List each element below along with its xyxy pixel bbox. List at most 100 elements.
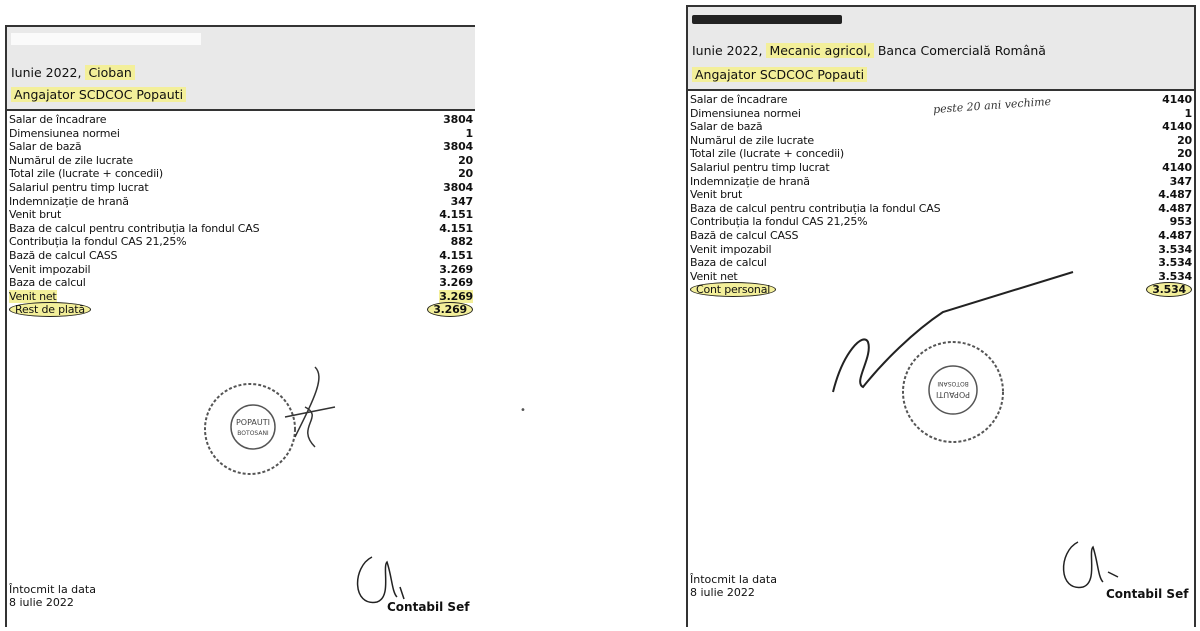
table-row: Dimensiunea normei 1 [690, 107, 1194, 121]
row-value-text: 20 [458, 153, 473, 167]
row-value: 4.487 [1158, 229, 1194, 243]
row-value: 3804 [443, 140, 475, 154]
stamp-icon: POPAUTI BOTOSANI [832, 271, 1074, 443]
row-value-text: 3.269 [439, 276, 473, 290]
row-label: Indemnizație de hrană [690, 175, 810, 189]
row-value: 953 [1170, 215, 1194, 229]
row-value: 3804 [443, 181, 475, 195]
table-row: Baza de calcul 3.269 [9, 276, 475, 290]
row-label: Indemnizație de hrană [9, 195, 129, 209]
row-value-text: 953 [1169, 215, 1193, 229]
row-label-text: Baza de calcul pentru contribuția la fon… [690, 201, 941, 215]
row-label: Bază de calcul CASS [690, 229, 799, 243]
row-value-text: 20 [1177, 147, 1192, 161]
row-value: 1 [1185, 107, 1194, 121]
row-label-text: Salariul pentru timp lucrat [9, 180, 149, 194]
row-value-text: 3.534 [1146, 282, 1192, 298]
footer-date: Întocmit la data 8 iulie 2022 [9, 583, 96, 609]
row-value: 3.534 [1158, 243, 1194, 257]
row-label: Numărul de zile lucrate [9, 154, 133, 168]
row-value: 3804 [443, 113, 475, 127]
row-value: 4.151 [439, 249, 475, 263]
table-row: Contribuția la fondul CAS 21,25%882 [9, 235, 475, 249]
employer-line: Angajator SCDCOC Popauti [11, 87, 187, 102]
row-value: 20 [1177, 134, 1194, 148]
row-value: 1 [466, 127, 475, 141]
table-row: Baza de calcul pentru contribuția la fon… [9, 222, 475, 236]
signature-icon [356, 556, 405, 603]
row-value-text: 4140 [1162, 120, 1192, 134]
row-value: 3.269 [427, 302, 475, 318]
period: Iunie 2022, [11, 65, 82, 80]
row-value-text: 20 [458, 167, 473, 181]
row-value: 347 [451, 195, 475, 209]
row-label: Venit net [690, 270, 738, 284]
row-label-text: Bază de calcul CASS [9, 248, 118, 262]
svg-text:POPAUTI: POPAUTI [236, 418, 270, 427]
row-label-text: Salar de încadrare [690, 93, 788, 106]
row-label-text: Venit impozabil [690, 242, 772, 256]
job-title: Mecanic agricol, [766, 43, 874, 58]
row-label-text: Salariul pentru timp lucrat [690, 160, 830, 174]
row-label: Venit impozabil [9, 262, 91, 277]
row-value-text: 3.269 [439, 262, 473, 276]
row-label: Baza de calcul [690, 256, 767, 270]
row-label: Baza de calcul [9, 276, 86, 290]
scan-speck: • [520, 405, 526, 416]
table-row: Bază de calcul CASS 4.487 [690, 229, 1194, 243]
row-label-text: Dimensiunea normei [690, 106, 801, 120]
employer: Angajator SCDCOC Popauti [692, 67, 868, 82]
row-label-text: Venit impozabil [9, 262, 91, 276]
row-value-text: 4.487 [1158, 228, 1192, 242]
row-label: Bază de calcul CASS [9, 248, 118, 263]
row-label-text: Venit brut [690, 188, 743, 202]
period: Iunie 2022, [692, 43, 763, 58]
row-label-text: Indemnizație de hrană [9, 194, 129, 208]
row-label: Venit brut [9, 208, 61, 222]
row-label-text: Baza de calcul [690, 256, 767, 270]
row-value-text: 4.487 [1158, 188, 1192, 202]
row-label: Salariul pentru timp lucrat [690, 160, 830, 175]
period-job-line: Iunie 2022, Mecanic agricol, Banca Comer… [692, 43, 1046, 58]
table-row: Salariul pentru timp lucrat 3804 [9, 181, 475, 195]
row-value-text: 3804 [443, 180, 473, 194]
row-value-text: 3.269 [439, 289, 473, 303]
row-label: Salar de încadrare [690, 93, 787, 107]
footer-label: Întocmit la data [690, 573, 777, 586]
table-row: Numărul de zile lucrate 20 [690, 134, 1194, 148]
footer-date-value: 8 iulie 2022 [690, 586, 755, 599]
row-value: 4.487 [1158, 188, 1194, 202]
row-value-text: 3.534 [1158, 242, 1192, 256]
row-value-text: 20 [1177, 133, 1192, 147]
row-label: Salariul pentru timp lucrat [9, 180, 149, 195]
table-row: Indemnizație de hrană 347 [9, 195, 475, 209]
footer-date: Întocmit la data 8 iulie 2022 [690, 573, 777, 599]
row-label: Total zile (lucrate + concedii) [690, 147, 844, 161]
row-label: Baza de calcul pentru contribuția la fon… [690, 201, 941, 216]
svg-text:POPAUTI: POPAUTI [936, 390, 970, 399]
payslip-mecanic: Iunie 2022, Mecanic agricol, Banca Comer… [686, 5, 1196, 627]
employer-line: Angajator SCDCOC Popauti [692, 67, 868, 82]
row-label-text: Rest de plată [9, 302, 91, 318]
row-value: 4140 [1162, 120, 1194, 134]
row-label-text: Venit brut [9, 208, 62, 222]
row-value: 3.269 [439, 289, 475, 304]
row-label: Total zile (lucrate + concedii) [9, 167, 163, 181]
row-value: 3.269 [439, 276, 475, 290]
row-value: 20 [458, 154, 475, 168]
table-row: Total zile (lucrate + concedii) 20 [9, 167, 475, 181]
row-label-text: Numărul de zile lucrate [690, 133, 814, 147]
table-row: Contribuția la fondul CAS 21,25%953 [690, 215, 1194, 229]
period-job-line: Iunie 2022, Cioban [11, 65, 135, 80]
payslip-header: Iunie 2022, Cioban Angajator SCDCOC Popa… [7, 27, 475, 111]
row-label-text: Dimensiunea normei [9, 126, 120, 140]
table-row: Baza de calcul pentru contribuția la fon… [690, 202, 1194, 216]
